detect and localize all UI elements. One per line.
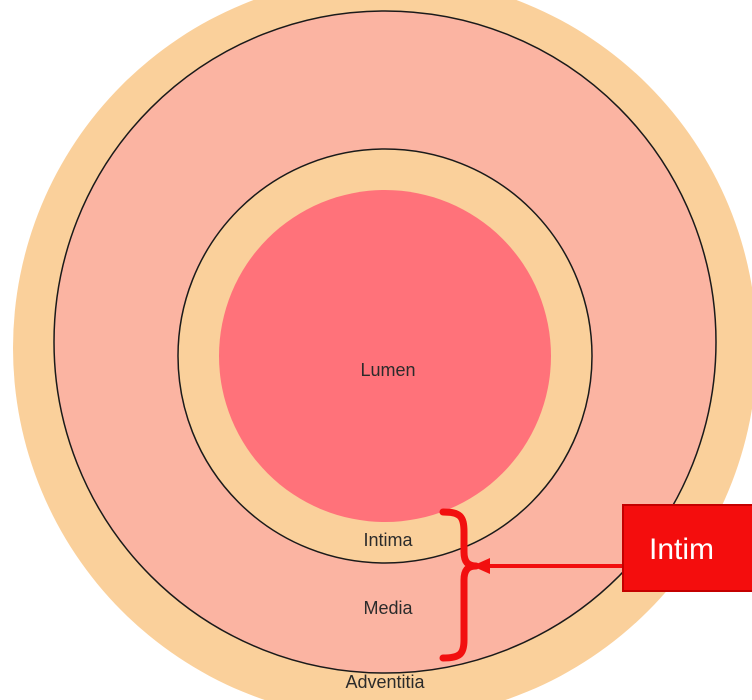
adventitia-label: Adventitia	[345, 672, 425, 692]
media-label: Media	[363, 598, 413, 618]
lumen-circle	[219, 190, 551, 522]
intima-label: Intima	[363, 530, 413, 550]
lumen-label: Lumen	[360, 360, 415, 380]
callout-text: Intim	[649, 533, 714, 566]
